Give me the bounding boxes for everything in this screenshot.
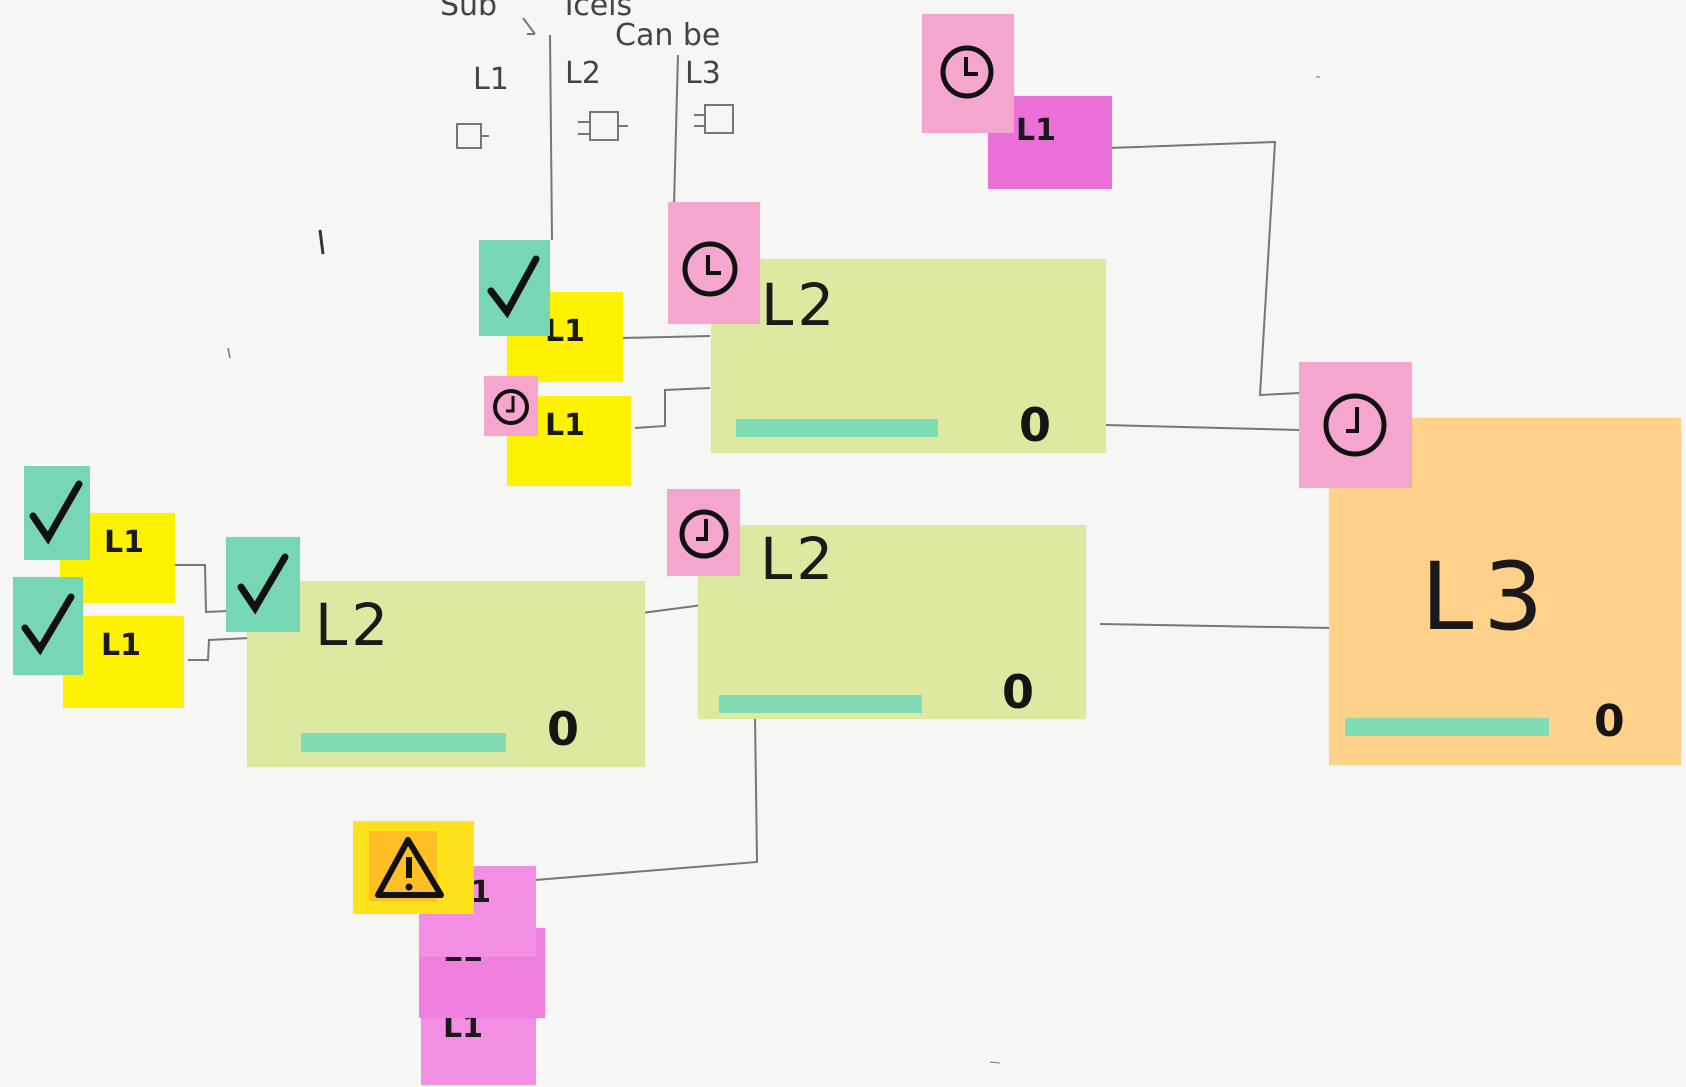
check-icon [21,593,75,656]
top-l2-progress-bar [736,419,938,437]
left-l2-input-1-check-note [24,466,90,560]
sketch-column-l3: L3 [685,56,721,91]
l3-title: L3 [1421,543,1554,652]
l3-progress-bar [1345,718,1549,736]
left-l2-count: 0 [547,702,580,756]
bottom-warning-note [353,821,474,914]
middle-l2-clock-note [667,489,740,576]
top-right-clock-note [922,14,1014,133]
clock-icon [493,389,529,425]
top-l2-count: 0 [1019,398,1052,452]
middle-l2-count: 0 [1002,665,1035,719]
top-l2-clock-note [668,202,760,324]
clock-icon [1323,393,1387,457]
top-l2-card: L2 0 [711,259,1106,453]
middle-l2-card: L2 0 [698,525,1086,719]
top-l2-input-2-label: L1 [545,408,585,443]
left-l2-input-2-note: L1 [63,616,184,708]
warning-icon [375,837,444,898]
clock-icon [940,45,994,99]
check-icon [237,553,289,615]
left-l2-progress-bar [301,733,506,752]
sketch-column-l1: L1 [473,62,509,97]
left-l2-card: L2 0 [247,581,645,767]
l3-clock-note [1299,362,1412,488]
top-l2-input-1-label: L1 [545,314,585,349]
left-l2-check-note [226,537,300,632]
left-l2-input-2-check-note [13,577,83,675]
clock-icon [679,509,729,559]
check-icon [487,255,540,319]
top-l2-title: L2 [761,271,839,339]
top-l2-input-1-note: L1 [507,292,623,382]
sketch-text-tcels: Tcels [560,0,633,23]
top-right-l1-label: L1 [1016,113,1056,148]
check-icon [29,480,83,545]
left-l2-title: L2 [315,591,393,659]
sketch-text-sub: Sub [440,0,498,23]
sketch-text-can-be: Can be [615,18,721,53]
l3-count: 0 [1594,696,1625,747]
top-l2-input-2-note: L1 [507,396,631,486]
left-l2-input-2-label: L1 [101,628,141,663]
left-l2-input-1-label: L1 [104,525,144,560]
middle-l2-title: L2 [760,525,838,593]
middle-l2-progress-bar [719,695,922,713]
top-l2-input-1-check-note [479,240,550,336]
sketch-column-l2: L2 [565,56,601,91]
top-l2-input-2-clock-note [484,376,538,436]
clock-icon [682,241,738,297]
